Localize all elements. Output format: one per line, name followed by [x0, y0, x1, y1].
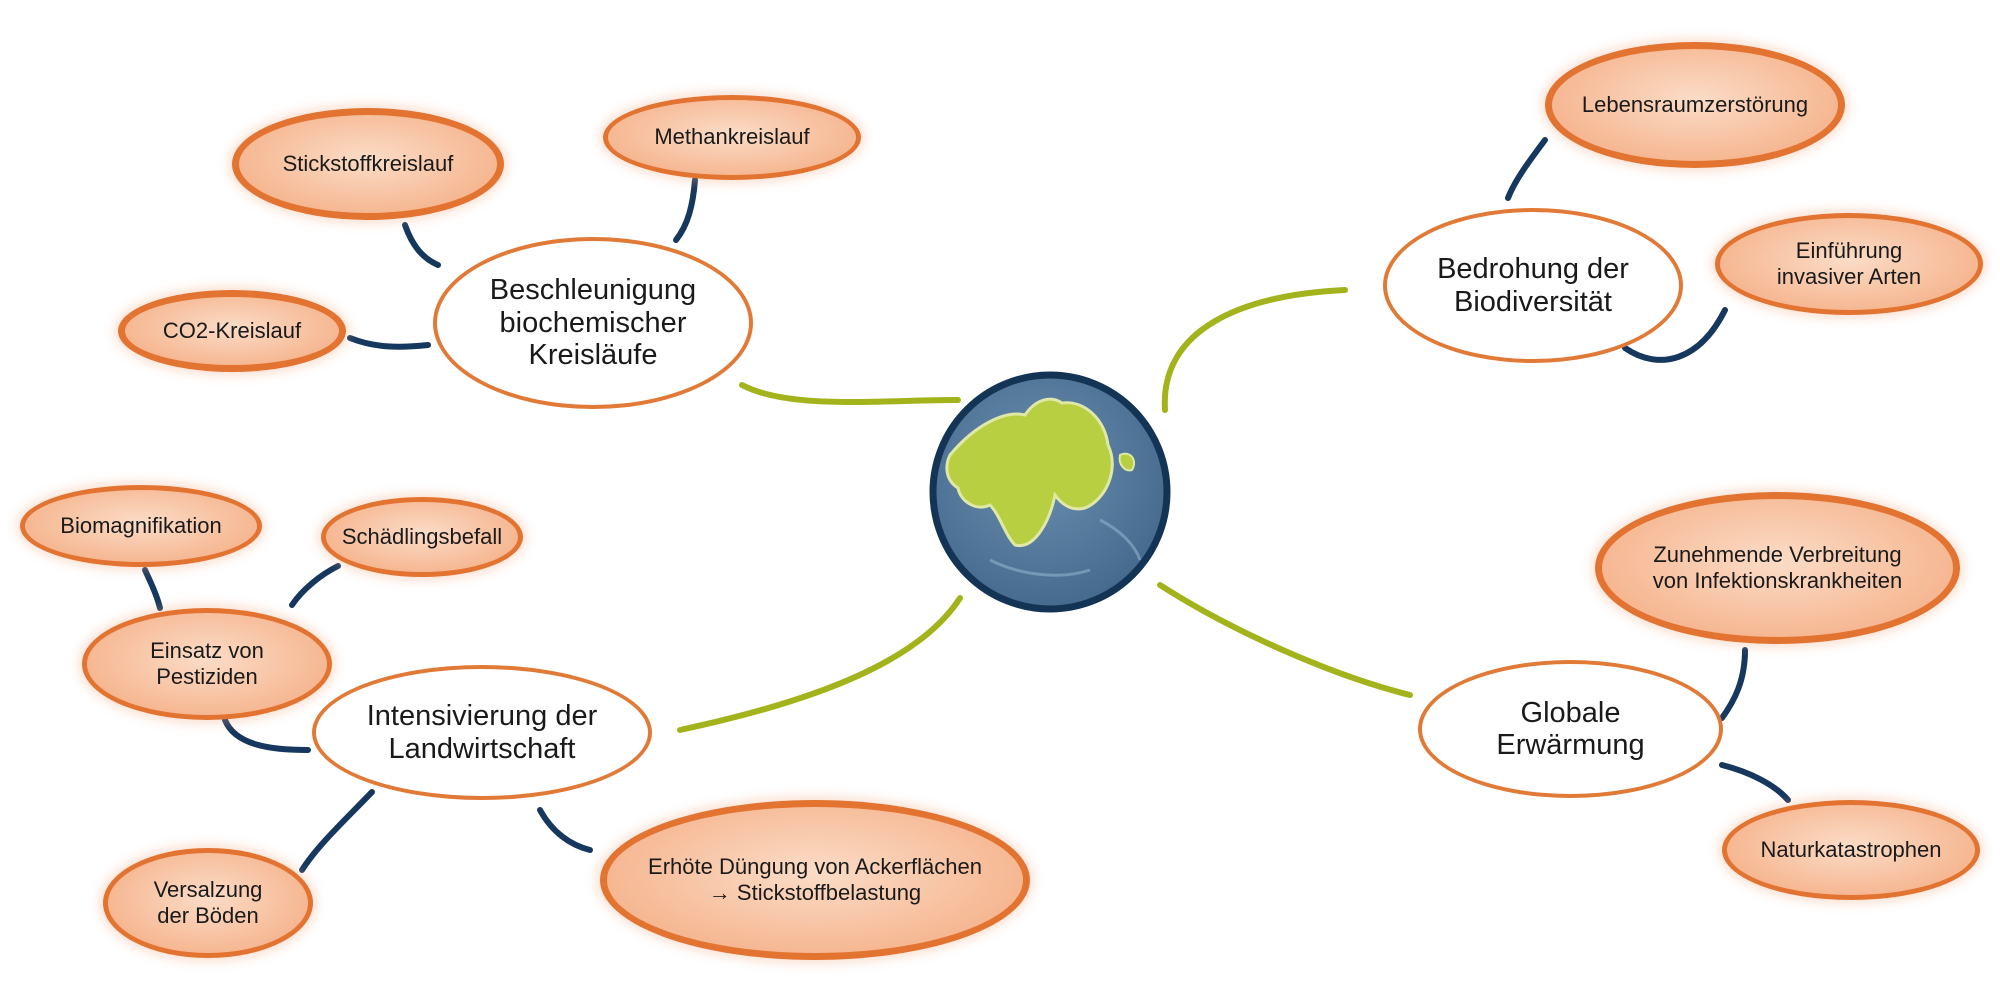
- sub-node-versalzung[interactable]: Versalzung der Böden: [103, 848, 313, 958]
- connector-biomag: [142, 567, 163, 611]
- main-node-warming[interactable]: Globale Erwärmung: [1418, 660, 1723, 798]
- connector-natur: [1719, 762, 1791, 803]
- globe-land: [945, 397, 1114, 547]
- main-node-agri[interactable]: Intensivierung der Landwirtschaft: [312, 665, 652, 800]
- sub-node-naturkatastrophen[interactable]: Naturkatastrophen: [1722, 800, 1980, 900]
- sub-node-invasive-arten[interactable]: Einführung invasiver Arten: [1715, 213, 1983, 315]
- connector-pestizide: [222, 717, 311, 753]
- connector-schaedling: [289, 563, 341, 608]
- branch-line-biochem: [739, 382, 961, 405]
- connector-infektion: [1719, 647, 1748, 721]
- sub-node-infektionskrankheiten[interactable]: Zunehmende Verbreitung von Infektionskra…: [1595, 492, 1960, 644]
- globe-island: [1118, 452, 1136, 472]
- branch-line-agri: [677, 595, 963, 733]
- sub-node-pestizide[interactable]: Einsatz von Pestiziden: [82, 608, 332, 720]
- branch-line-warming: [1157, 582, 1413, 698]
- sub-node-co2-kreislauf[interactable]: CO2-Kreislauf: [118, 290, 346, 372]
- connector-methan: [673, 177, 698, 243]
- sub-node-stickstoffkreislauf[interactable]: Stickstoffkreislauf: [232, 108, 504, 220]
- globe-icon: [929, 371, 1171, 613]
- branch-line-biodiv: [1161, 287, 1348, 413]
- connector-stickstoff: [402, 222, 441, 268]
- sub-node-biomagnifikation[interactable]: Biomagnifikation: [20, 485, 262, 567]
- sub-node-lebensraumzerstoerung[interactable]: Lebensraumzerstörung: [1545, 42, 1845, 168]
- sub-node-methankreislauf[interactable]: Methankreislauf: [603, 95, 861, 180]
- sub-node-schaedlingsbefall[interactable]: Schädlingsbefall: [321, 497, 523, 577]
- sub-node-duengung[interactable]: Erhöte Düngung von Ackerflächen → Sticks…: [600, 800, 1030, 960]
- main-node-biochem[interactable]: Beschleunigung biochemischer Kreisläufe: [433, 237, 753, 409]
- connector-lebensraum: [1505, 137, 1548, 201]
- connector-versalzung: [299, 789, 375, 873]
- main-node-biodiv[interactable]: Bedrohung der Biodiversität: [1383, 208, 1683, 363]
- connector-duengung: [537, 807, 593, 853]
- connector-invasiv: [1622, 307, 1728, 363]
- connector-co2: [347, 335, 431, 350]
